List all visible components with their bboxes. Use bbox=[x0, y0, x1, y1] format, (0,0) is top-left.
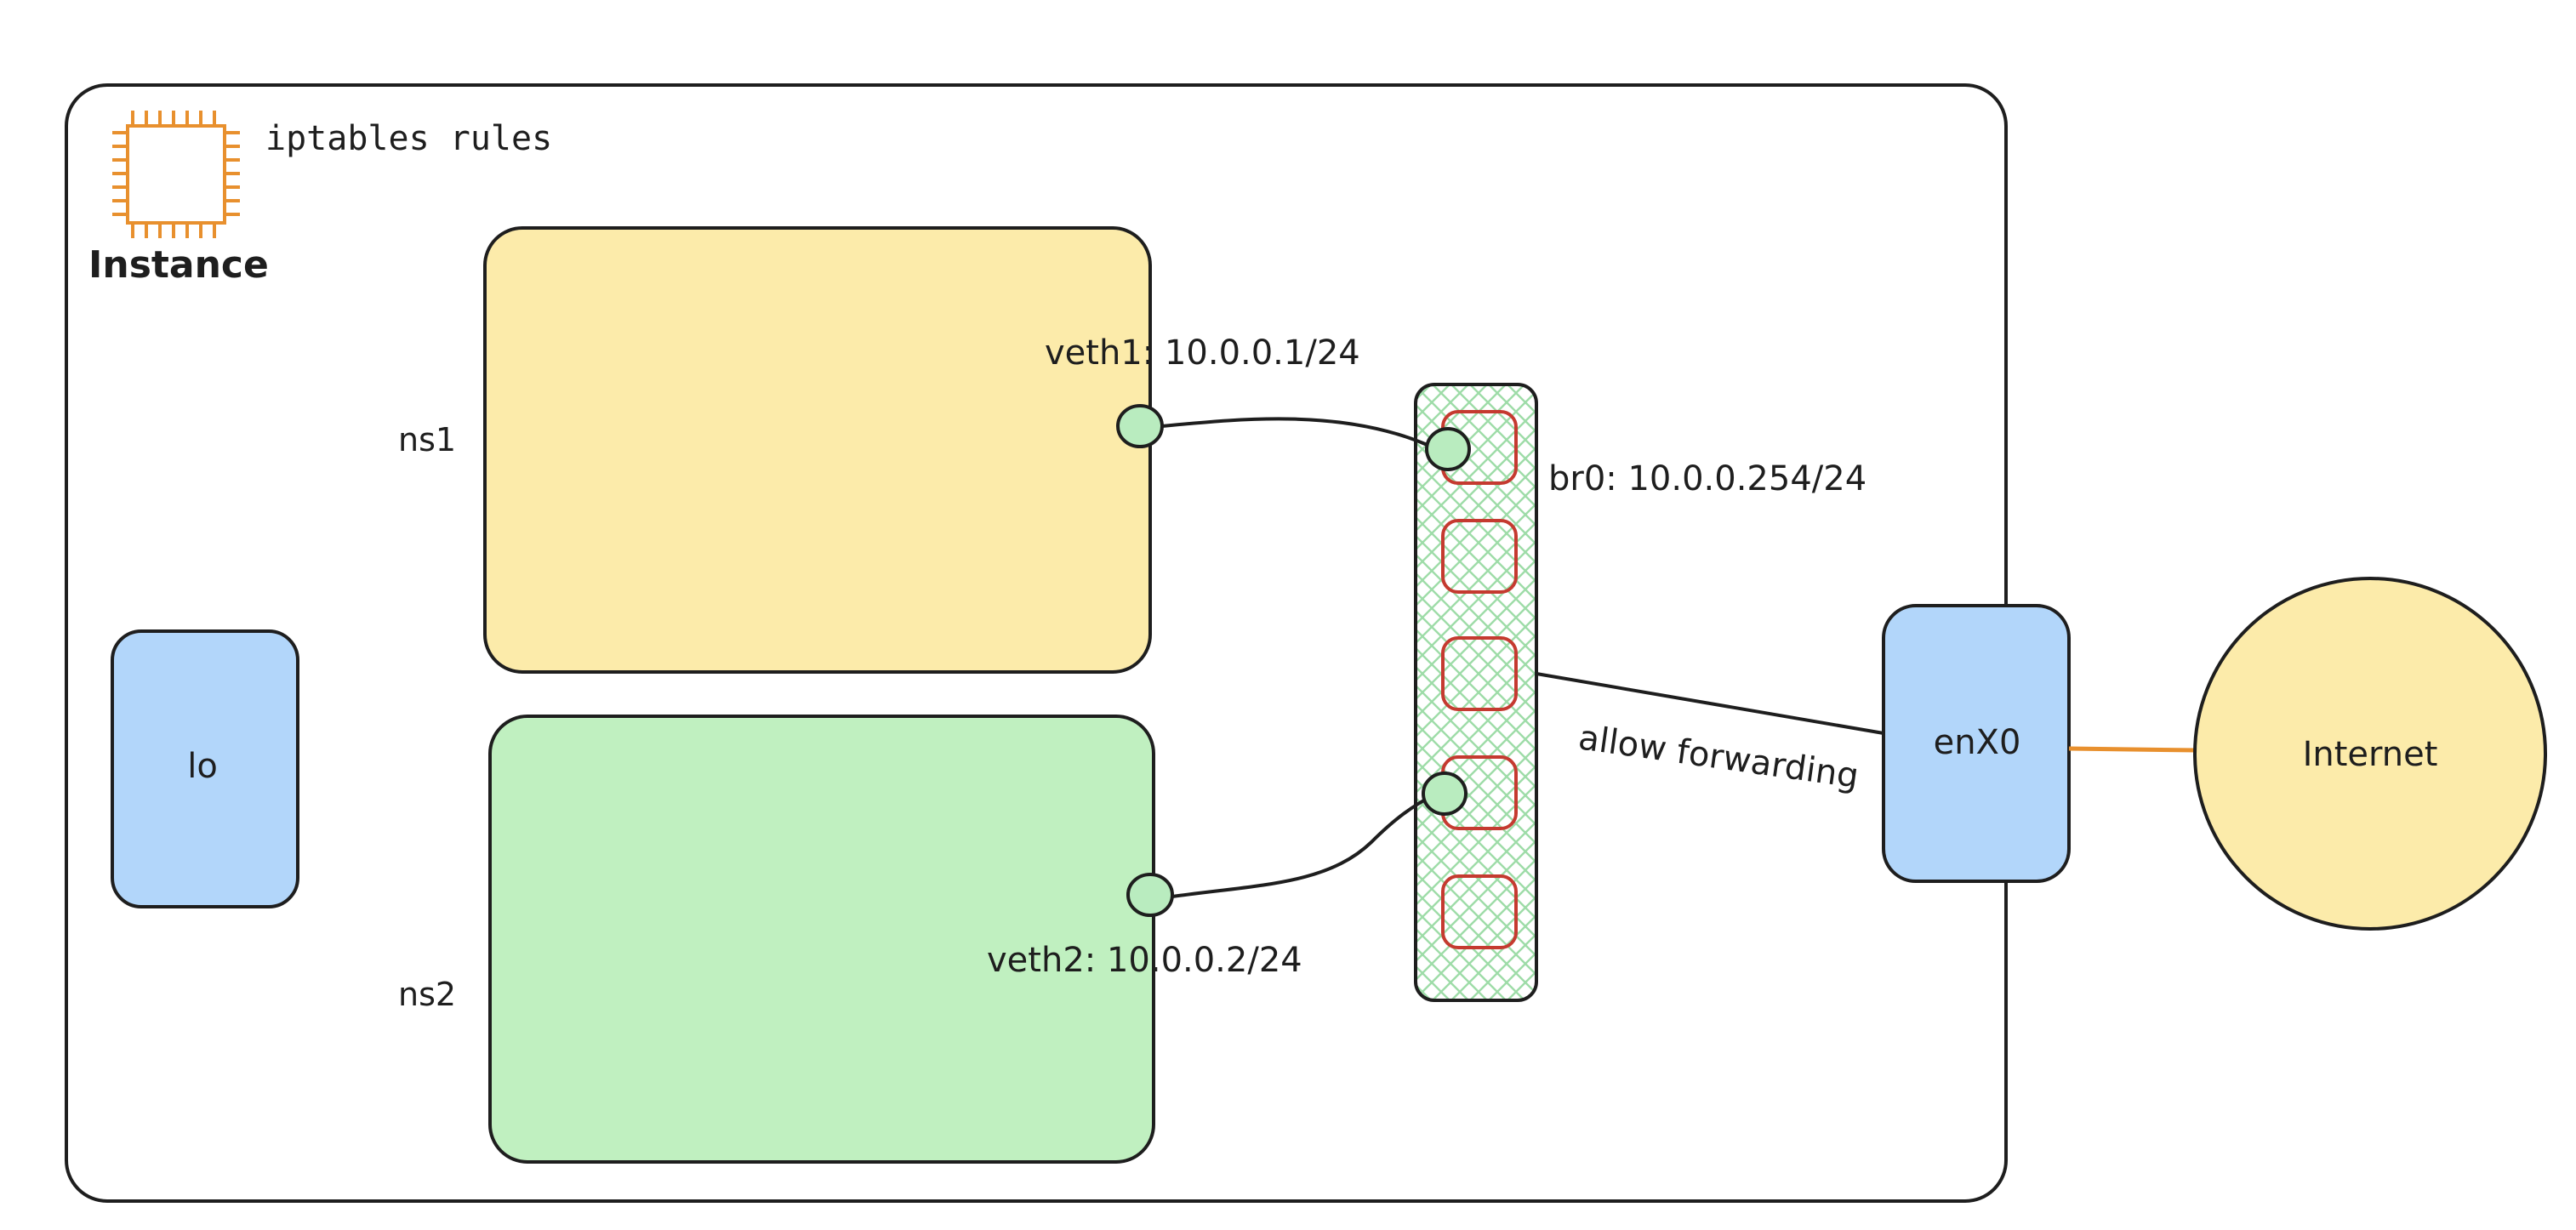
veth1-link bbox=[1161, 417, 1430, 447]
cpu-chip-icon bbox=[112, 111, 240, 238]
internet-node[interactable] bbox=[2193, 577, 2547, 931]
iptables-rules-label: iptables rules bbox=[265, 119, 552, 158]
uplink-enx0-label: enX0 bbox=[1934, 723, 2021, 762]
namespace-ns2-label: ns2 bbox=[398, 976, 456, 1013]
bridge-attach-veth2[interactable] bbox=[1422, 772, 1468, 816]
veth1-label: veth1: 10.0.0.1/24 bbox=[1045, 333, 1360, 373]
bridge-attach-veth1[interactable] bbox=[1425, 427, 1471, 471]
veth2-link bbox=[1171, 793, 1435, 898]
loopback-box[interactable] bbox=[111, 629, 299, 908]
internet-label: Internet bbox=[2303, 735, 2438, 774]
forwarding-link bbox=[1536, 672, 1884, 735]
uplink-enx0-box[interactable] bbox=[1882, 604, 2071, 883]
namespace-ns2-box[interactable] bbox=[488, 715, 1155, 1164]
bridge-br0-label: br0: 10.0.0.254/24 bbox=[1548, 459, 1866, 498]
bridge-br0-box[interactable] bbox=[1414, 383, 1538, 1002]
namespace-ns1-label: ns1 bbox=[398, 421, 456, 458]
internet-link bbox=[2068, 746, 2197, 753]
namespace-ns1-box[interactable] bbox=[483, 226, 1152, 674]
veth1-port[interactable] bbox=[1116, 404, 1164, 448]
bridge-port-2 bbox=[1441, 519, 1518, 594]
bridge-port-3 bbox=[1441, 636, 1518, 711]
bridge-port-5 bbox=[1441, 874, 1518, 949]
veth2-label: veth2: 10.0.0.2/24 bbox=[987, 941, 1302, 980]
instance-title: Instance bbox=[88, 243, 269, 287]
veth2-port[interactable] bbox=[1126, 873, 1174, 917]
forwarding-label: allow forwarding bbox=[1576, 718, 1861, 796]
loopback-label: lo bbox=[187, 747, 218, 786]
